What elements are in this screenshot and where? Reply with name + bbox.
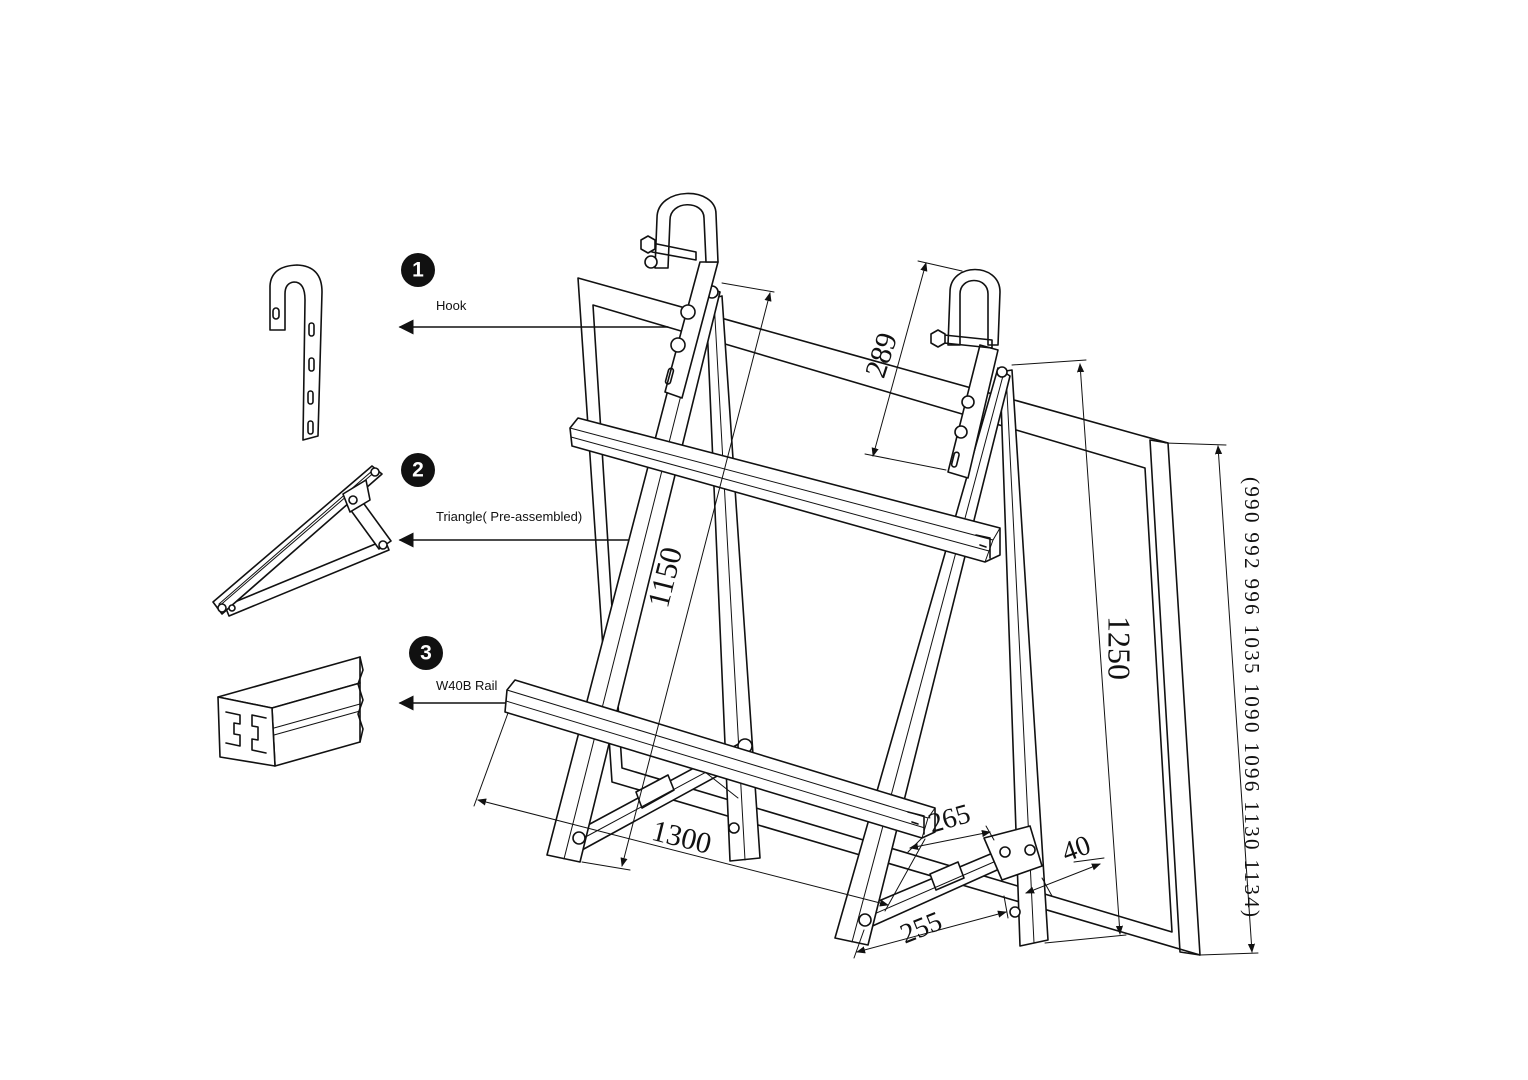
- dimension-line: [477, 798, 889, 907]
- left-hook-nut: [640, 235, 656, 254]
- hook-edge: [269, 293, 286, 331]
- dimension-line: [620, 292, 772, 867]
- right-strut-sleeve: [929, 861, 965, 891]
- rail-profile-slot-right: [251, 714, 267, 754]
- rail-end-profile: [217, 696, 276, 767]
- bottom-rail-end-cap: [907, 811, 925, 835]
- dimension-value: 289: [859, 329, 904, 382]
- extension-lines: [1164, 442, 1259, 956]
- hook-slot: [308, 357, 315, 372]
- callout-badge: [409, 636, 443, 670]
- left-hook-washer: [644, 255, 658, 269]
- triangle-joint: [348, 495, 358, 505]
- dimension-line: [871, 262, 928, 457]
- dimension-line: [1214, 445, 1256, 953]
- rail-profile-slot-left: [225, 711, 241, 747]
- left-hook: [640, 192, 719, 399]
- right-triangle: [834, 366, 1049, 947]
- left-leg-foot-bolt: [572, 831, 586, 845]
- dimension-panel-widths: (990 992 996 1035 1090 1096 1130 1134): [1164, 442, 1264, 956]
- dimension-value: 1300: [649, 814, 715, 861]
- panel-frame-side: [1149, 439, 1201, 956]
- hook-hole: [272, 307, 280, 320]
- left-hook-bolt: [680, 304, 696, 320]
- right-bracket-bolt: [999, 846, 1011, 858]
- extension-lines: [1011, 359, 1127, 944]
- dimension-1250: 1250: [1011, 359, 1138, 944]
- callout-triangle: 2 Triangle( Pre-assembled): [398, 453, 641, 548]
- hook-part-illustration: [269, 264, 323, 441]
- rail-part-illustration: [217, 656, 364, 767]
- left-hook-curve: [654, 192, 719, 269]
- right-hook-bolt: [954, 425, 968, 439]
- callout-number: 2: [412, 459, 424, 482]
- callout-badge: [401, 453, 435, 487]
- dimension-line: [1025, 863, 1101, 894]
- dimension-line: [909, 830, 991, 850]
- right-hook-nut: [930, 329, 946, 348]
- hook-slot: [308, 322, 315, 337]
- dimension-value: 1250: [1102, 616, 1138, 680]
- triangle-joint: [228, 604, 236, 612]
- extension-lines: [473, 712, 926, 912]
- dimension-value: (990 992 996 1035 1090 1096 1130 1134): [1240, 477, 1264, 917]
- dimension-289: 289: [859, 260, 963, 471]
- callout-rail: 3 W40B Rail: [398, 636, 518, 711]
- right-hook: [930, 268, 1001, 479]
- callout-number: 3: [420, 642, 432, 665]
- right-strut-edge: [864, 857, 1004, 919]
- triangle-joint: [370, 467, 380, 477]
- rail-break-line: [357, 656, 364, 743]
- callout-label: Hook: [436, 298, 467, 313]
- callout-hook: 1 Hook: [398, 253, 669, 335]
- right-bracket-bolt: [1024, 844, 1036, 856]
- triangle-top-bracket: [342, 479, 371, 513]
- dimension-value: 265: [925, 798, 974, 839]
- right-front-leg-groove: [851, 371, 1005, 943]
- hook-body: [269, 264, 323, 441]
- right-hook-slot: [950, 451, 960, 468]
- callout-label: Triangle( Pre-assembled): [436, 509, 582, 524]
- triangle-joint: [378, 540, 388, 550]
- hook-slot: [307, 420, 314, 435]
- dimension-line: [1076, 363, 1124, 935]
- right-hook-bolt: [961, 395, 975, 409]
- callout-label: W40B Rail: [436, 678, 498, 693]
- right-bracket-bolt: [1009, 906, 1021, 918]
- dimension-value: 40: [1058, 830, 1095, 869]
- left-rear-foot-bolt: [728, 822, 740, 834]
- callout-badge: [401, 253, 435, 287]
- callout-number: 1: [412, 259, 424, 282]
- rail-side-groove: [273, 703, 361, 736]
- triangle-bottom-bar: [224, 539, 390, 617]
- right-leg-foot-bolt: [858, 913, 872, 927]
- dimension-line: [856, 910, 1007, 954]
- right-rear-leg: [999, 369, 1049, 947]
- right-leg-top-bolt: [996, 366, 1008, 378]
- triangle-part-illustration: [212, 465, 392, 617]
- hook-slot: [307, 390, 314, 405]
- top-rail-end-cap: [975, 534, 991, 559]
- right-hook-rod: [943, 334, 993, 349]
- right-hook-curve: [947, 268, 1001, 346]
- triangle-joint: [217, 603, 227, 613]
- left-hook-bolt: [670, 337, 686, 353]
- left-hook-rod: [651, 242, 697, 261]
